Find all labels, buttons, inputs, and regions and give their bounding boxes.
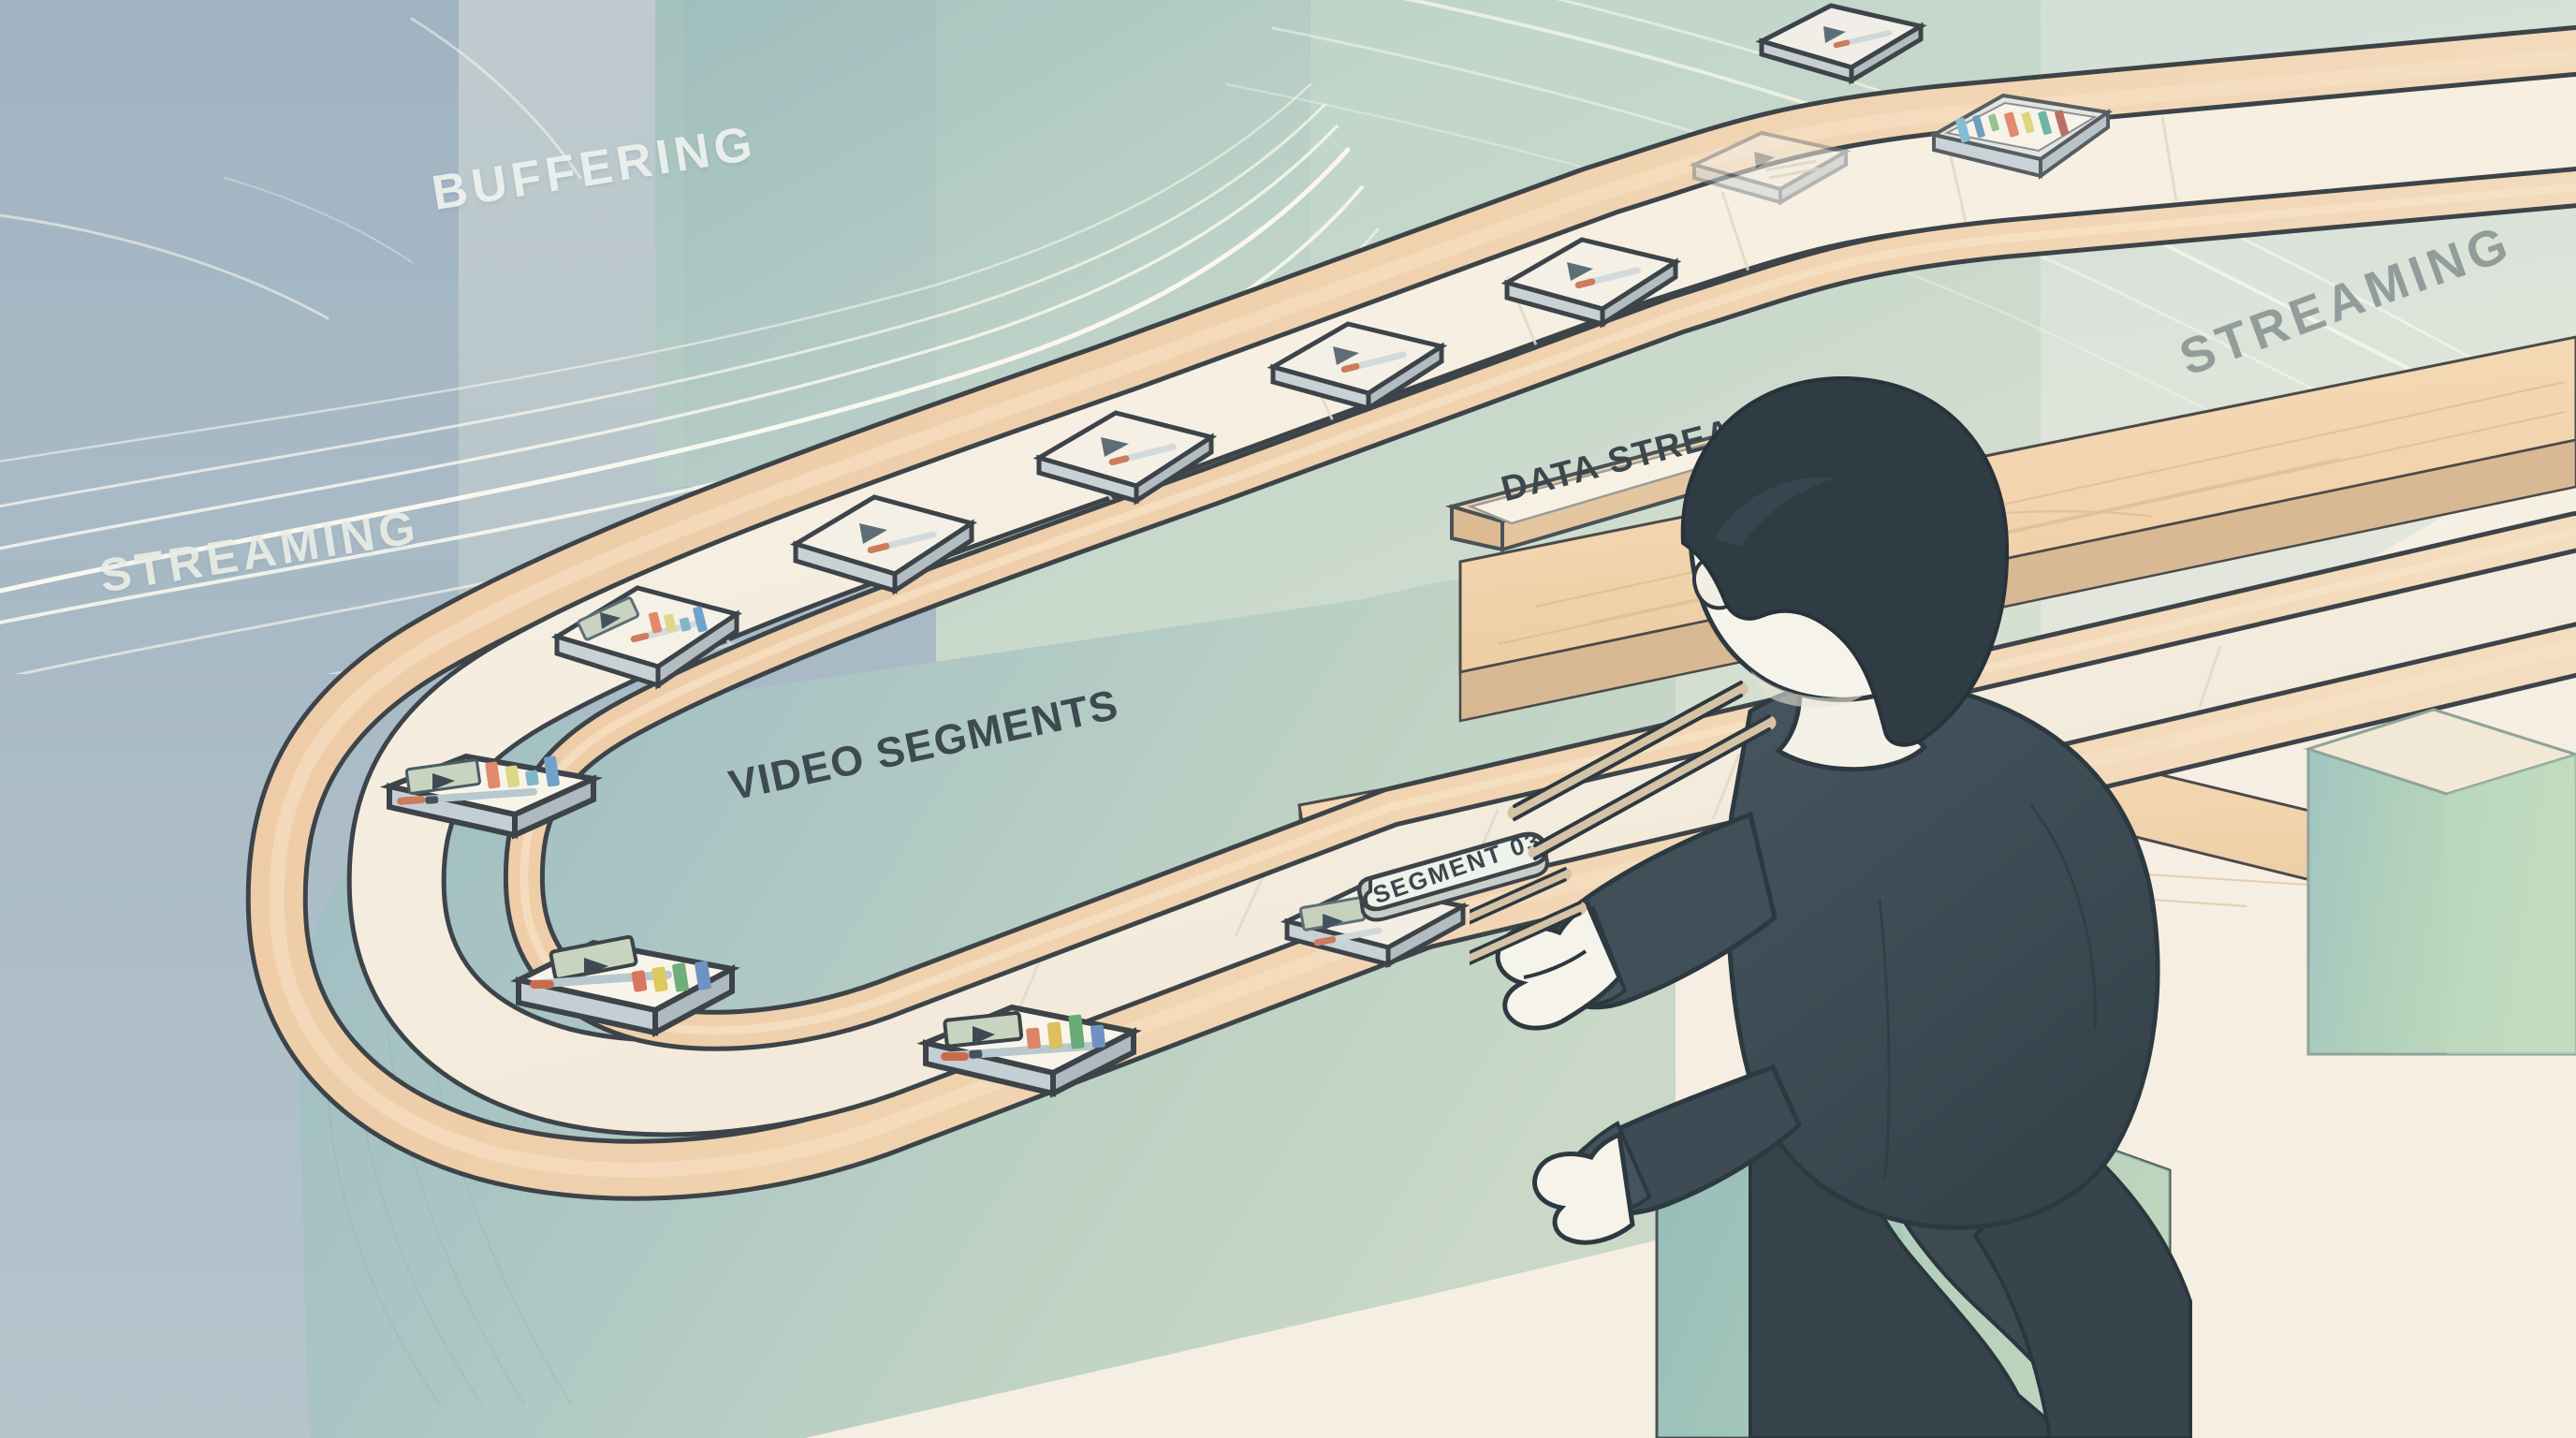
segment-03-chip[interactable]: SEGMENT 03: [1348, 824, 1573, 936]
chopsticks-pair: [1507, 681, 1777, 860]
segment-plate-04[interactable]: [538, 562, 758, 707]
person-hand-lower: [1532, 1131, 1635, 1245]
segment-plate-01[interactable]: [1741, 0, 1938, 107]
chopsticks: [1470, 867, 1587, 966]
seated-person: [1470, 375, 2192, 1438]
segment-plate-06[interactable]: [365, 721, 618, 880]
segment-plate-02[interactable]: [1020, 389, 1231, 524]
green-box: [2304, 708, 2576, 1056]
segment-plate-color-strips[interactable]: [1910, 73, 2134, 204]
segment-plate-05[interactable]: [1676, 112, 1863, 225]
segment-plate-07[interactable]: [496, 913, 758, 1081]
person-head: [1680, 375, 2010, 747]
segment-plate-08[interactable]: [903, 974, 1156, 1137]
segment-plate-10[interactable]: [1488, 215, 1694, 346]
segment-plate-11[interactable]: [1254, 300, 1460, 431]
segment-plate-03[interactable]: [777, 473, 992, 613]
